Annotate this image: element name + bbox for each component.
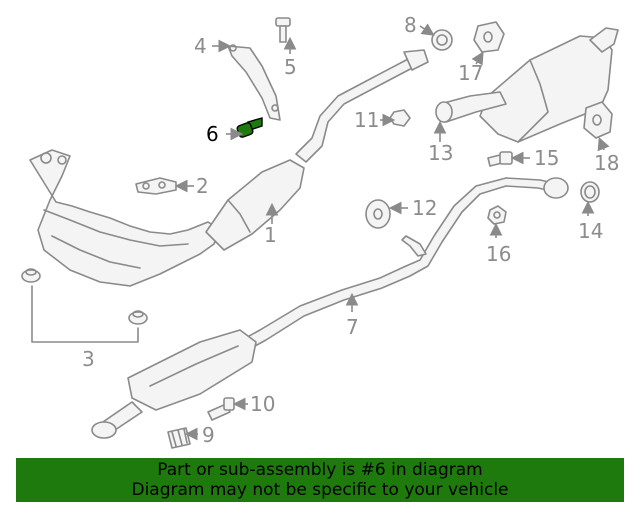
callout-17: 17 xyxy=(458,61,483,85)
nut-11-part xyxy=(389,109,411,127)
bolt-5-part xyxy=(275,17,291,43)
part-info-banner: Part or sub-assembly is #6 in diagram Di… xyxy=(16,458,624,502)
callout-8: 8 xyxy=(404,13,417,37)
hanger-17-part xyxy=(473,21,505,53)
callout-7: 7 xyxy=(346,315,359,339)
center-exhaust-pipe xyxy=(91,177,569,439)
callout-12: 12 xyxy=(412,196,437,220)
callout-10: 10 xyxy=(250,392,275,416)
hanger-18-part xyxy=(583,101,613,139)
callout-18: 18 xyxy=(594,151,619,175)
nut-3b-part xyxy=(128,310,148,325)
nut-16-part xyxy=(487,205,507,225)
muffler-assembly xyxy=(435,27,619,143)
callout-13: 13 xyxy=(428,141,453,165)
nut-3a-part xyxy=(21,268,41,283)
spring-9-part xyxy=(167,427,191,449)
bolt-15-part xyxy=(487,151,513,167)
hanger-12-part xyxy=(365,199,391,229)
callout-3: 3 xyxy=(82,347,95,371)
callout-6-highlighted: 6 xyxy=(206,122,219,146)
callout-11: 11 xyxy=(354,108,379,132)
bracket-part xyxy=(227,45,281,121)
callout-14: 14 xyxy=(578,219,603,243)
banner-line-2: Diagram may not be specific to your vehi… xyxy=(131,480,509,500)
gasket-14-part xyxy=(580,181,600,203)
callout-1: 1 xyxy=(264,223,277,247)
callout-2: 2 xyxy=(196,174,209,198)
front-exhaust-manifold xyxy=(29,49,429,287)
bolt-6-highlighted-part xyxy=(236,117,263,138)
gasket-2-part xyxy=(135,177,177,195)
callout-15: 15 xyxy=(534,146,559,170)
gasket-8-part xyxy=(431,29,453,51)
bolt-10-part xyxy=(207,397,235,421)
callout-16: 16 xyxy=(486,242,511,266)
callout-5: 5 xyxy=(284,55,297,79)
callout-9: 9 xyxy=(202,423,215,447)
banner-line-1: Part or sub-assembly is #6 in diagram xyxy=(157,460,483,480)
callout-4: 4 xyxy=(194,34,207,58)
